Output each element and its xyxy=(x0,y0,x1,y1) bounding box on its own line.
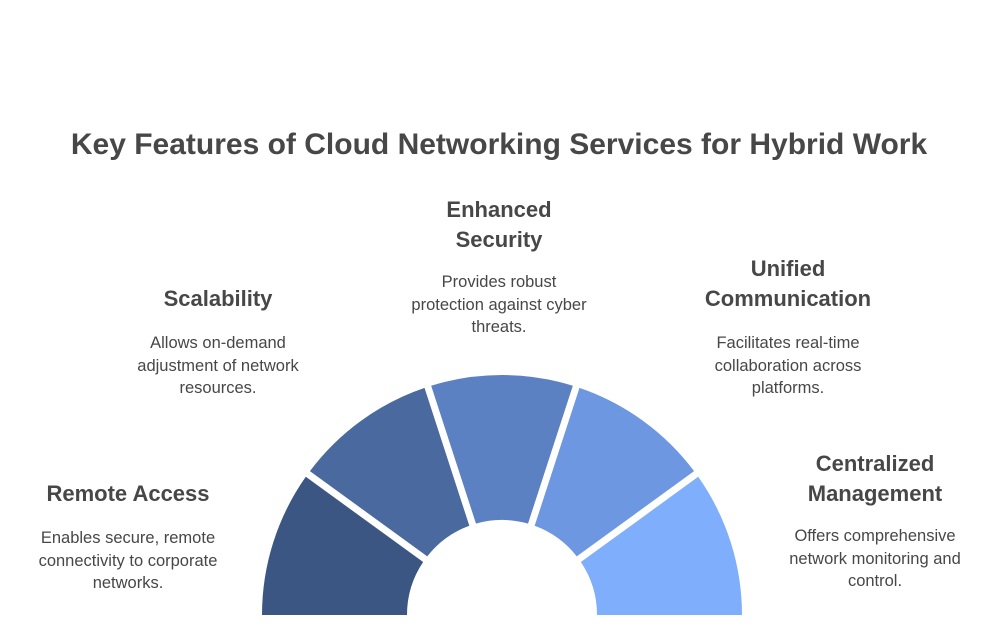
feature-title: Remote Access xyxy=(46,481,210,506)
segment-enhanced-security xyxy=(431,375,573,524)
feature-enhanced-security: Enhanced Security Provides robust protec… xyxy=(384,195,614,339)
feature-description: Facilitates real-time collaboration acro… xyxy=(714,334,862,397)
feature-remote-access: Remote Access Enables secure, remote con… xyxy=(14,479,242,595)
diagram-title: Key Features of Cloud Networking Service… xyxy=(70,128,928,161)
feature-unified-communication: Unified Communication Facilitates real-t… xyxy=(672,254,904,400)
feature-description: Offers comprehensive network monitoring … xyxy=(789,527,961,590)
feature-description: Enables secure, remote connectivity to c… xyxy=(38,529,218,592)
feature-centralized-management: Centralized Management Offers comprehens… xyxy=(762,449,988,593)
feature-description: Allows on-demand adjustment of network r… xyxy=(137,334,299,397)
feature-title: Unified Communication xyxy=(704,256,872,311)
segment-scalability xyxy=(309,387,470,557)
segment-unified-communication xyxy=(534,387,695,557)
feature-description: Provides robust protection against cyber… xyxy=(411,273,587,336)
feature-title: Centralized Management xyxy=(807,451,943,506)
feature-title: Scalability xyxy=(163,286,273,311)
segment-centralized-management xyxy=(580,476,742,615)
segment-remote-access xyxy=(262,476,424,615)
feature-scalability: Scalability Allows on-demand adjustment … xyxy=(105,284,331,400)
feature-title: Enhanced Security xyxy=(446,197,552,252)
